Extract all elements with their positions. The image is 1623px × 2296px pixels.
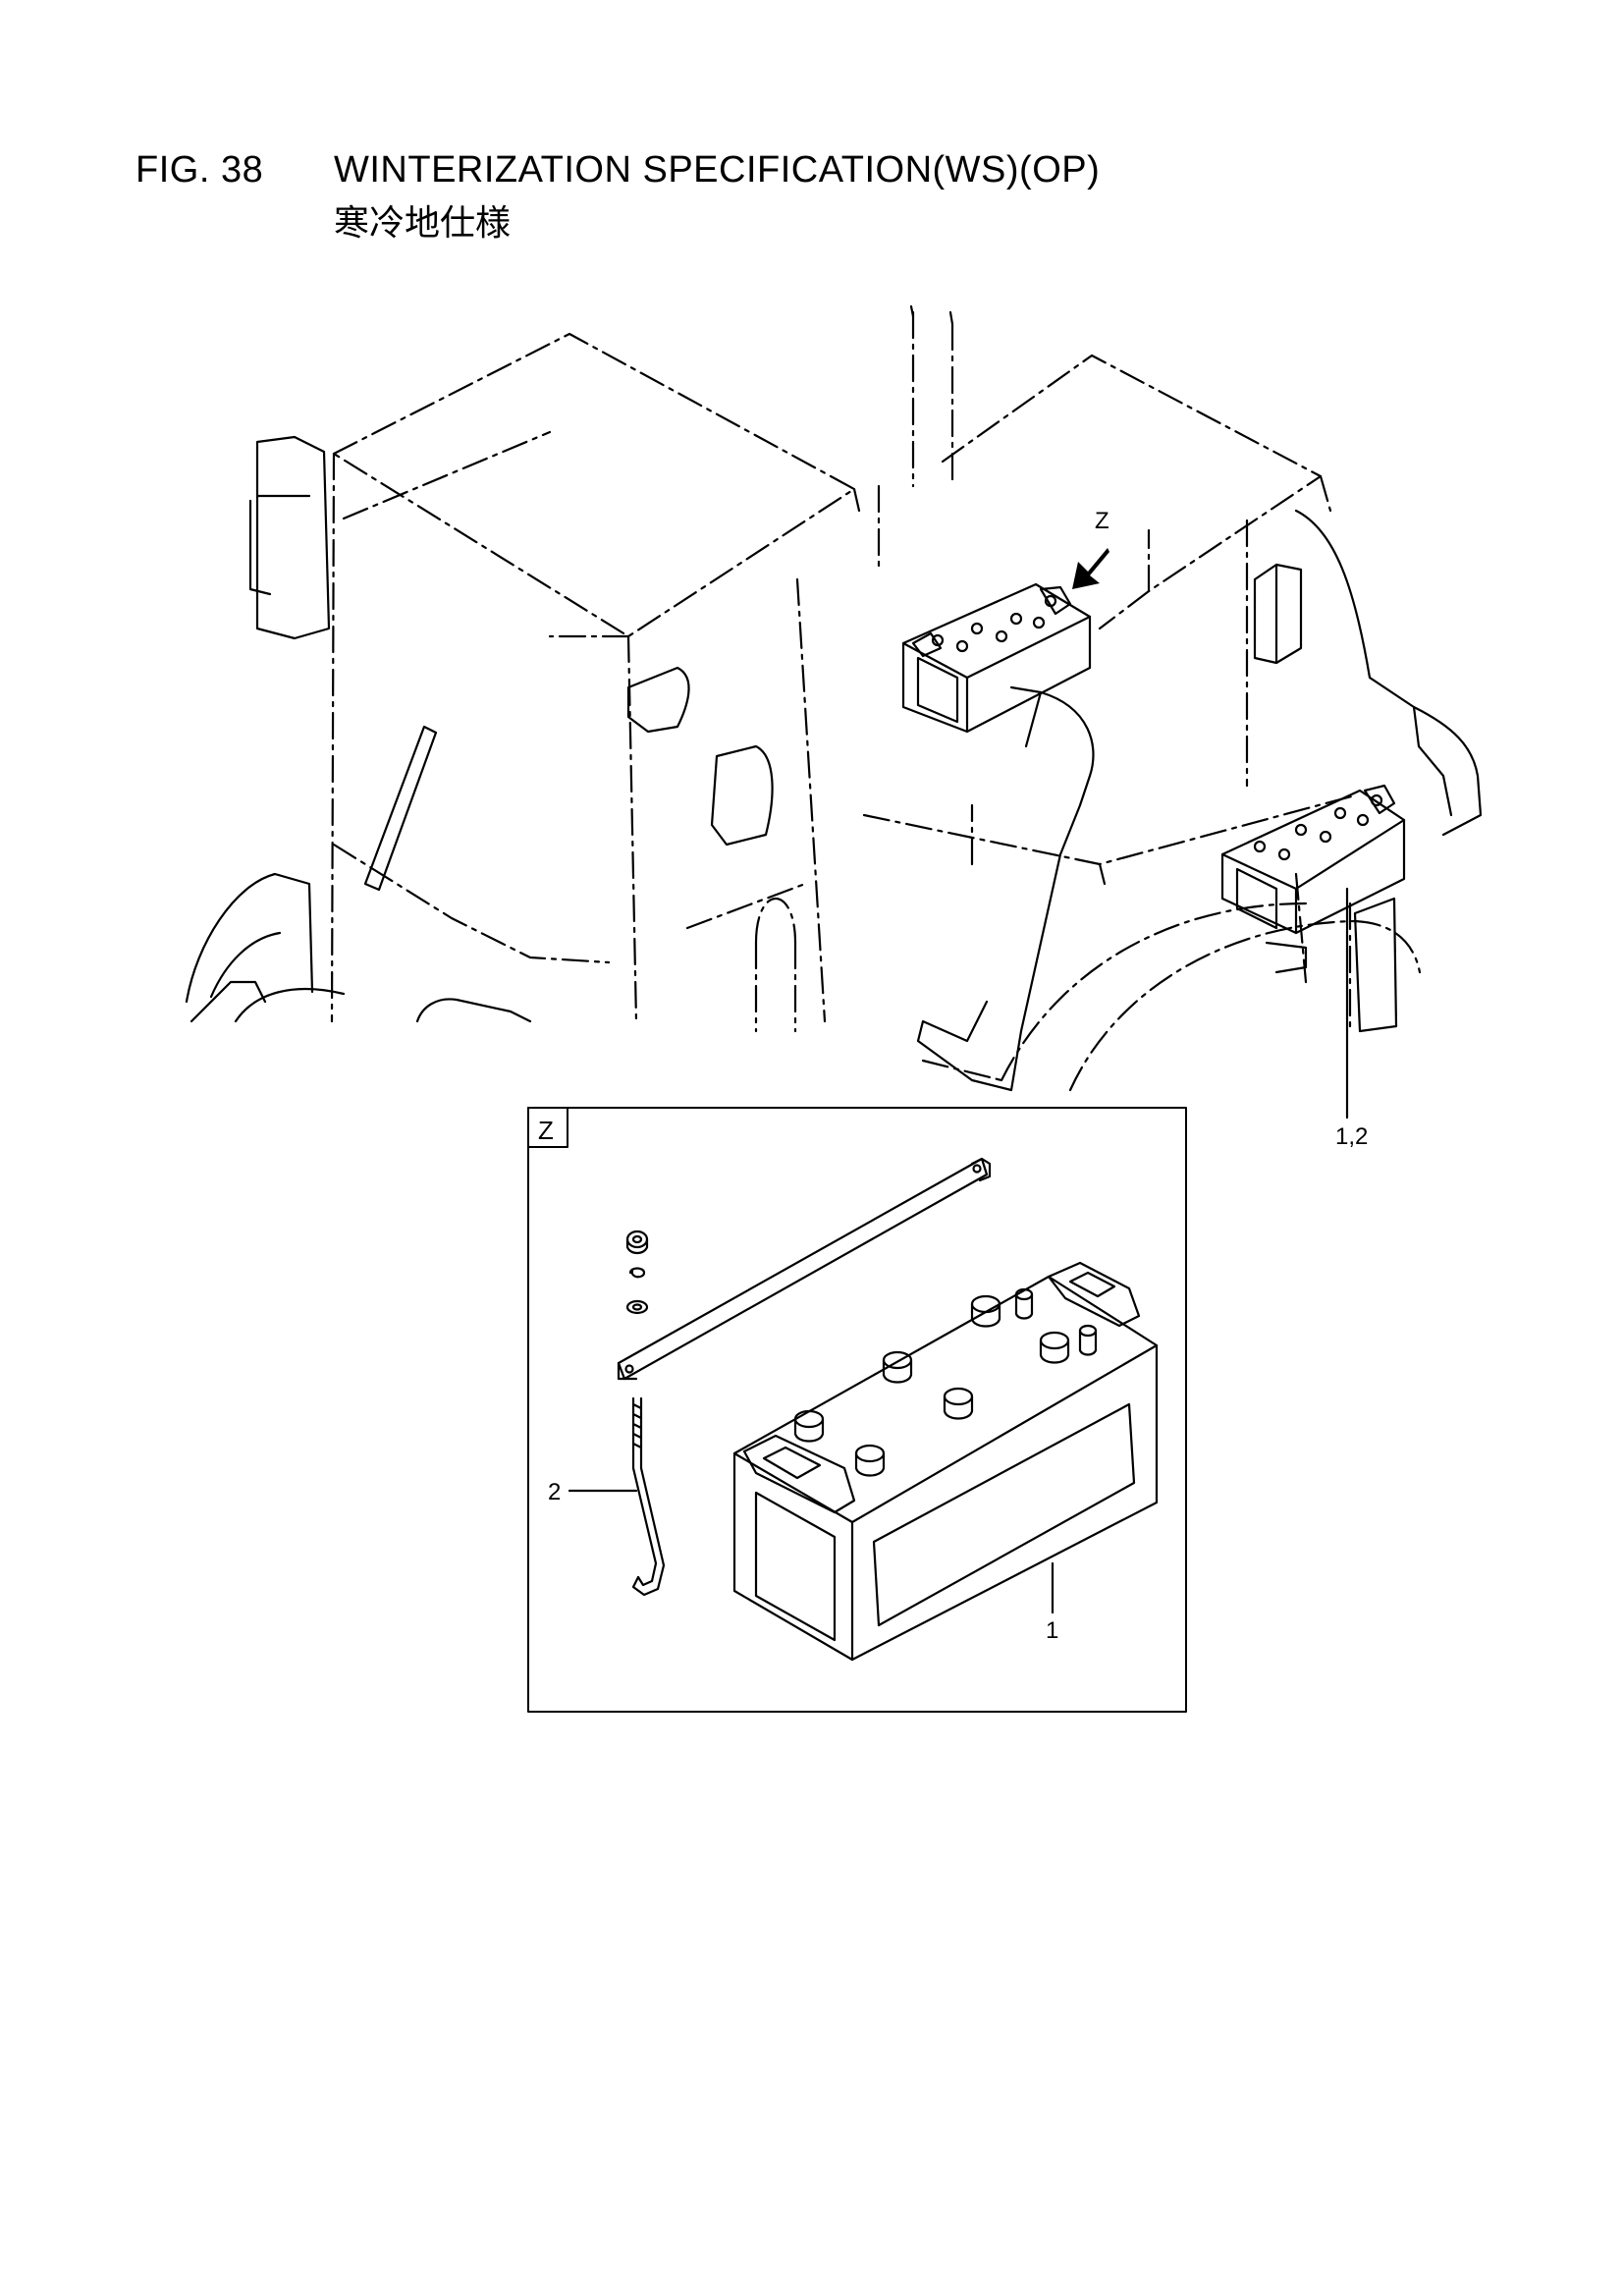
detail-label-box [527, 1107, 568, 1148]
machine-solid-lines [185, 435, 1483, 1092]
battery-main-upper [901, 582, 1092, 734]
detail-view-label: Z [538, 1116, 554, 1145]
view-z-arrow-icon [1072, 548, 1109, 589]
figure-title: WINTERIZATION SPECIFICATION(WS)(OP) [334, 149, 1101, 191]
callout-1: 1 [1046, 1617, 1058, 1644]
figure-number: FIG. 38 [135, 149, 264, 191]
detail-view-z: Z [527, 1107, 1187, 1713]
machine-phantom-outline [330, 304, 1422, 1092]
figure-subtitle-jp: 寒冷地仕様 [334, 203, 512, 244]
battery-main-lower [1220, 784, 1406, 935]
callout-2: 2 [548, 1479, 561, 1505]
battery-caps [793, 1287, 1098, 1477]
detail-frame [527, 1107, 1187, 1713]
view-z-arrow-label: Z [1095, 508, 1109, 534]
main-callout-label: 1,2 [1335, 1123, 1368, 1150]
